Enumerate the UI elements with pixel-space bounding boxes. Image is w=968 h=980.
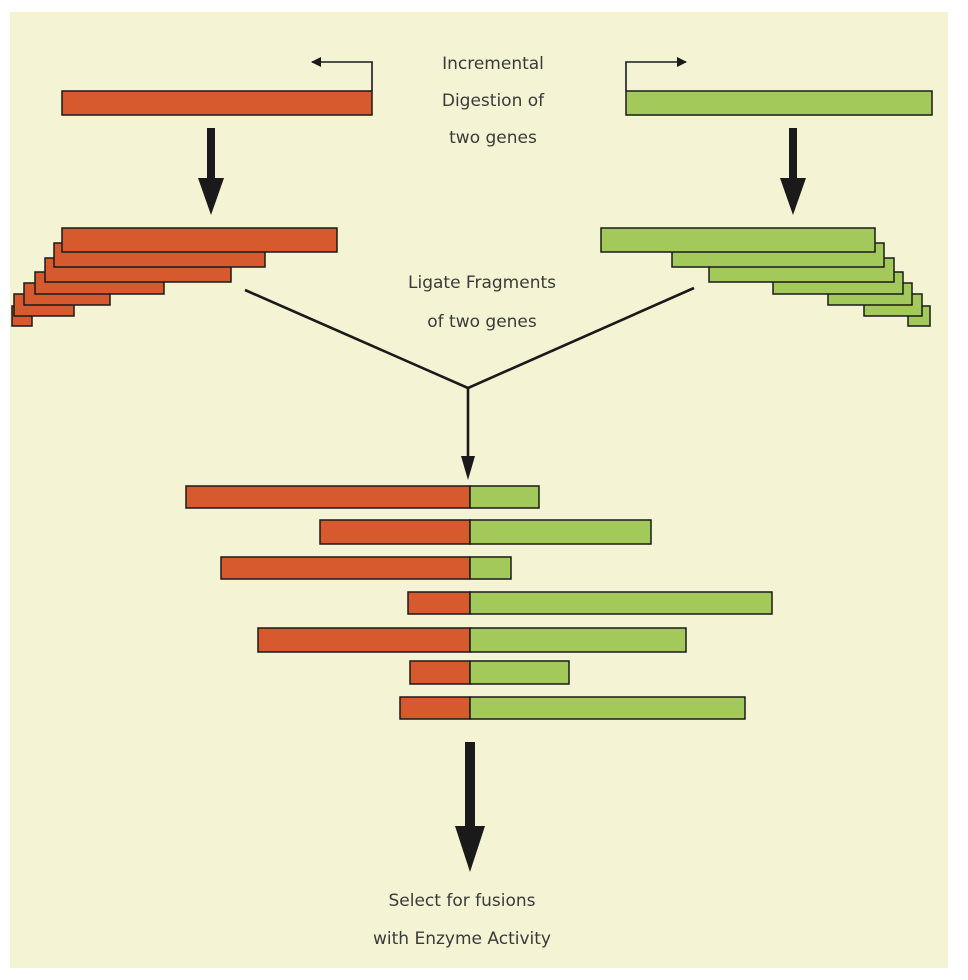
select-label-line2: with Enzyme Activity xyxy=(373,929,551,949)
gene-a-direction-arrow xyxy=(311,57,373,91)
converge-line-left xyxy=(244,288,469,390)
gene-b-fragment xyxy=(600,227,876,253)
fused-genes xyxy=(185,485,773,720)
fusion-row xyxy=(399,696,746,720)
ligate-label-line2: of two genes xyxy=(427,312,537,332)
select-arrow xyxy=(455,742,485,872)
fusion-row xyxy=(319,519,652,545)
ligate-label-line1: Ligate Fragments xyxy=(408,273,556,293)
gene-a-bar xyxy=(61,90,373,116)
gene-a-fragments xyxy=(11,227,338,327)
digestion-label-line2: Digestion of xyxy=(442,91,545,111)
gene-b-fragments xyxy=(600,227,931,327)
fusion-row xyxy=(185,485,540,509)
digestion-label-line3: two genes xyxy=(449,128,537,148)
fusion-row xyxy=(220,556,512,580)
down-arrow-left xyxy=(198,128,224,215)
fusion-row xyxy=(257,627,687,653)
down-arrow-right xyxy=(780,128,806,215)
select-label-line1: Select for fusions xyxy=(389,891,536,911)
fusion-row xyxy=(409,660,570,685)
gene-b-direction-arrow xyxy=(625,57,687,91)
gene-b-bar xyxy=(625,90,933,116)
fusion-row xyxy=(407,591,773,615)
gene-a-fragment xyxy=(61,227,338,253)
converge-line-right xyxy=(467,286,695,390)
digestion-label-line1: Incremental xyxy=(442,54,544,74)
merge-arrow xyxy=(461,388,475,480)
